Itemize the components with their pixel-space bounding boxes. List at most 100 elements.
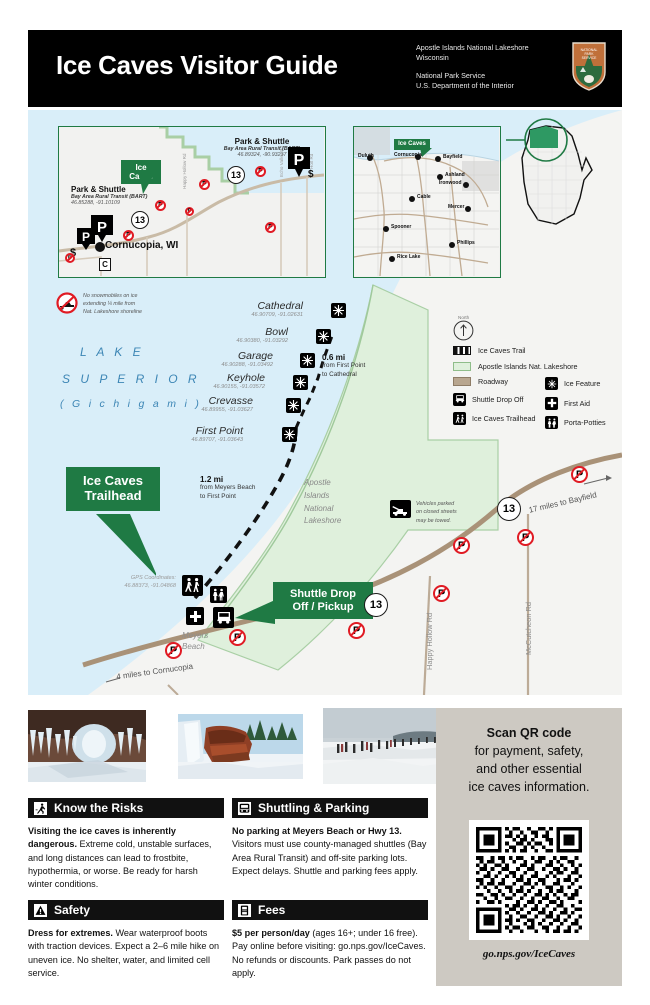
ice-feature-coords-garage: 46.90288, -91.03492 <box>221 362 273 368</box>
park-area-line-4: Lakeshore <box>304 516 342 526</box>
panel-safety: Safety Dress for extremes. Wear waterpro… <box>28 900 224 980</box>
snowmobile-notice-line-2: extending ¼ mile from <box>83 301 136 308</box>
ice-feature-icon <box>282 427 297 442</box>
distance-caves-desc-1: from First Point <box>322 362 366 369</box>
lake-label-line-2: S U P E R I O R <box>62 372 201 386</box>
ice-caves-trailhead-icon <box>182 575 203 596</box>
panel-body: Dress for extremes. Wear waterproof boot… <box>28 920 224 980</box>
trailhead-flag-tail <box>96 514 156 576</box>
road-label-happy-hollow: Happy Hollow Rd <box>425 612 434 670</box>
inset-map-state[interactable]: Duluth Cornucopia Bayfield Ashland Ironw… <box>353 126 501 278</box>
panel-title: Know the Risks <box>54 801 144 815</box>
meyers-beach-line-2: Beach <box>182 642 205 652</box>
state-city-cornucopia: Cornucopia <box>394 152 422 158</box>
parking-pin-east[interactable]: P <box>287 147 313 181</box>
tow-notice-line-3: may be towed. <box>416 517 452 524</box>
ice-feature-icon <box>300 353 315 368</box>
porta-potties-icon <box>210 586 227 603</box>
panel-header: Shuttling & Parking <box>232 798 428 818</box>
inset-park-shuttle-east: Park & Shuttle Bay Area Rural Transit (B… <box>207 137 317 158</box>
ice-feature-name-first-point: First Point <box>195 425 243 437</box>
dashed-trail-swatch <box>453 346 471 355</box>
tow-notice-line-1: Vehicles parked <box>416 501 455 507</box>
distance-caves-desc-2: to Cathedral <box>322 370 357 378</box>
state-city-spooner: Spooner <box>391 224 412 230</box>
no-parking-marker: P <box>229 629 246 646</box>
no-parking-marker: P <box>265 222 276 233</box>
state-city-bayfield: Bayfield <box>443 154 463 160</box>
gps-coordinates-block: GPS Coordinates: 46.88373, -91.04868 <box>88 574 176 591</box>
ice-feature-name-crevasse: Crevasse <box>208 395 253 407</box>
no-parking-marker: P <box>199 179 210 190</box>
north-label: North <box>458 315 470 320</box>
gps-label: GPS Coordinates: <box>130 575 176 581</box>
qr-line-1: Scan QR code <box>486 726 572 740</box>
legend-label: Ice Caves Trail <box>478 346 526 355</box>
snowmobile-notice-line-1: No snowmobiles on ice <box>83 293 138 299</box>
ice-caves-trailhead-flag[interactable]: Ice Caves Trailhead <box>66 467 160 511</box>
tow-truck-icon <box>390 500 411 518</box>
no-parking-marker: P <box>65 253 75 263</box>
distance-note-trail: 1.2 mi from Meyers Beach to First Point <box>200 475 255 502</box>
warning-triangle-icon <box>34 903 47 917</box>
no-snowmobile-icon <box>56 292 78 314</box>
state-flag-tail <box>420 148 432 157</box>
qr-line-3: and other essential <box>476 762 582 777</box>
ice-feature-icon <box>545 377 558 390</box>
photo-sandstone-cliff <box>178 714 303 779</box>
panel-body-bold: No parking at Meyers Beach or Hwy 13. <box>232 826 402 836</box>
inset-map-local[interactable]: Happy Hollow Rd Echo Valley Rd Holt Rd I… <box>58 126 326 278</box>
state-city-phillips: Phillips <box>457 240 475 246</box>
parking-pin-group-west[interactable]: P P <box>77 215 123 257</box>
legend-item-trailhead: Ice Caves Trailhead <box>453 412 545 425</box>
panel-body: Visiting the ice caves is inherently dan… <box>28 818 224 892</box>
trailhead-flag-line-2: Trailhead <box>84 487 142 503</box>
no-parking-marker: P <box>571 466 588 483</box>
shuttle-flag-line-2: Off / Pickup <box>292 600 354 613</box>
ice-feature-name-cathedral: Cathedral <box>257 300 303 312</box>
roadway-tan-swatch <box>453 377 471 386</box>
main-map[interactable]: Happy Hollow Rd Echo Valley Rd Holt Rd I… <box>28 110 622 695</box>
legend-label: Porta-Potties <box>564 418 606 427</box>
park-shuttle-coords-2: 46.89324, -90.93237 <box>237 152 287 158</box>
qr-panel: Scan QR code for payment, safety, and ot… <box>436 708 622 986</box>
qr-url[interactable]: go.nps.gov/IceCaves <box>482 948 576 960</box>
park-area-line-3: National <box>304 503 334 513</box>
ice-feature-coords-crevasse: 46.89955, -91.03627 <box>201 407 253 413</box>
park-shuttle-title-2: Park & Shuttle <box>234 137 290 146</box>
page-header: Ice Caves Visitor Guide Apostle Islands … <box>28 30 622 107</box>
lake-label-line-3: ( G i c h i g a m i ) <box>60 398 202 410</box>
distance-note-caves: 0.6 mi from First Point to Cathedral <box>322 353 365 380</box>
no-parking-marker: P <box>348 622 365 639</box>
department-name: U.S. Department of the Interior <box>416 81 514 91</box>
qr-heading: Scan QR code for payment, safety, and ot… <box>436 708 622 797</box>
legend-item-lakeshore: Apostle Islands Nat. Lakeshore <box>453 361 622 371</box>
bus-icon <box>238 801 251 815</box>
state-ice-caves-flag[interactable]: Ice Caves <box>394 139 430 150</box>
legend-label: Apostle Islands Nat. Lakeshore <box>478 361 578 371</box>
state-city-mercer: Mercer <box>448 204 465 210</box>
legend-label: First Aid <box>564 398 590 408</box>
panel-body-bold: $5 per person/day <box>232 928 310 938</box>
highway-shield-13-upper: 13 <box>497 497 521 521</box>
ice-feature-icon <box>316 329 331 344</box>
park-name: Apostle Islands National Lakeshore <box>416 43 529 52</box>
wisconsin-locator-map <box>506 118 593 225</box>
tow-notice: Vehicles parked on closed streets may be… <box>390 500 457 525</box>
inset-town-label: Cornucopia, WI <box>105 240 179 251</box>
road-label-mccutcheon: McCutcheon Rd <box>524 602 533 655</box>
state-city-rice-lake: Rice Lake <box>397 254 421 260</box>
no-parking-marker: P <box>155 200 166 211</box>
inset-ice-caves-flag-tail <box>139 173 155 194</box>
legend-item-first-aid: First Aid <box>545 396 622 410</box>
first-aid-icon <box>186 607 204 625</box>
no-parking-marker: P <box>255 166 266 177</box>
map-legend: North Ice Caves Trail Apostle Islands Na… <box>453 315 622 436</box>
meyers-beach-label: Meyers Beach <box>182 630 208 652</box>
state-city-ironwood: Ironwood <box>439 180 462 186</box>
panel-title: Safety <box>54 903 91 917</box>
qr-code-image[interactable] <box>469 820 589 940</box>
panel-body: $5 per person/day (ages 16+; under 16 fr… <box>232 920 428 980</box>
shuttle-drop-off-flag[interactable]: Shuttle Drop Off / Pickup <box>273 582 373 620</box>
